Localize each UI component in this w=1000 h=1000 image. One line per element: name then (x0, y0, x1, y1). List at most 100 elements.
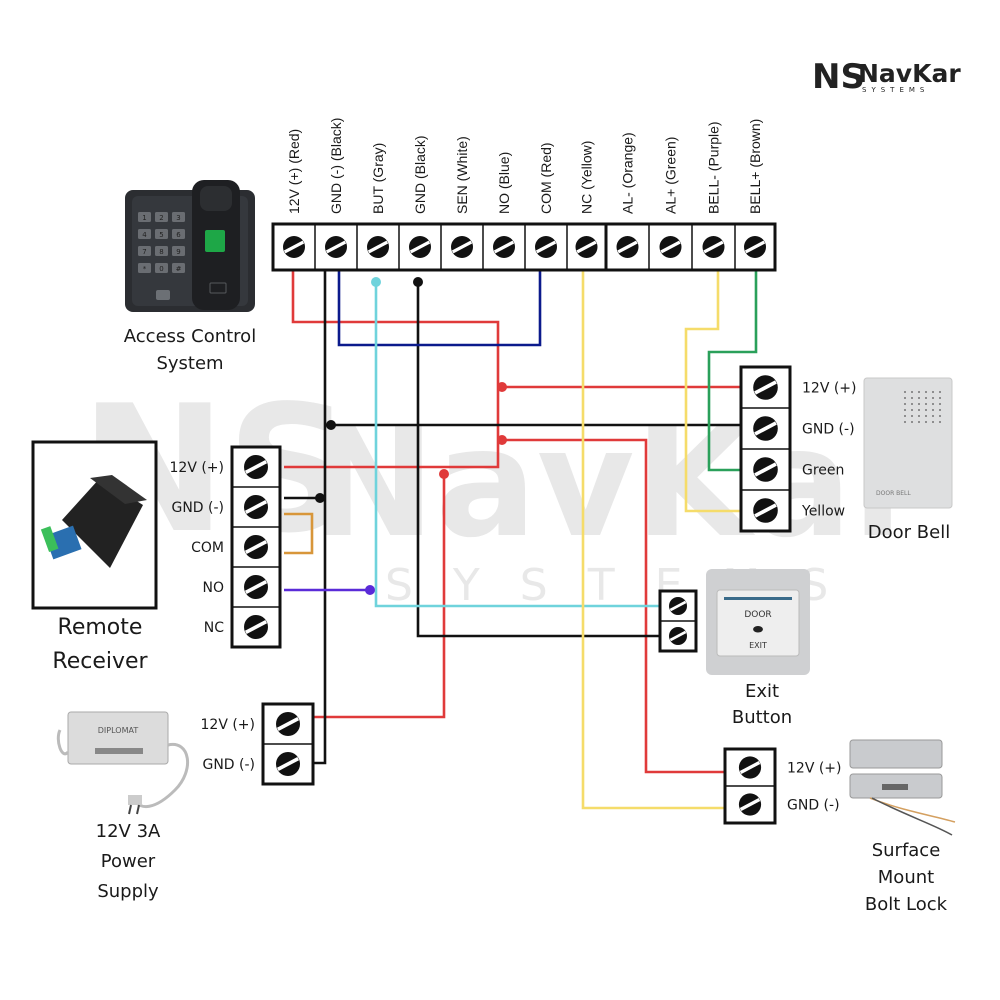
screw-icon (575, 236, 598, 258)
grill-dot (939, 391, 941, 393)
power-cord (133, 743, 190, 809)
grill-dot (932, 421, 934, 423)
terminal-label: SEN (White) (454, 136, 470, 214)
terminal-label: GND (-) (Black) (328, 118, 344, 214)
keypad-key-label: 3 (176, 214, 180, 222)
screw-icon (283, 236, 305, 258)
exit-button-image: DOOR ⬬ EXIT (706, 569, 810, 675)
controller-caption-1: Access Control (124, 326, 256, 347)
terminal-label: COM (Red) (538, 142, 554, 214)
card-reader-icon (209, 282, 227, 294)
keypad-key-label: 4 (142, 231, 147, 239)
wires (284, 270, 758, 810)
grill-dot (918, 403, 920, 405)
psu-caption-2: Power (101, 851, 156, 872)
junction-dot-red (439, 469, 449, 479)
grill-dot (925, 421, 927, 423)
screw-icon (244, 615, 268, 639)
grill-dot (918, 391, 920, 393)
grill-dot (939, 403, 941, 405)
keypad-key-label: 5 (159, 231, 163, 239)
psu-caption-1: 12V 3A (96, 821, 161, 842)
terminal-label: GND (-) (171, 500, 224, 516)
grill-dot (911, 391, 913, 393)
lock-caption-1: Surface (872, 840, 941, 861)
terminal-label: GND (-) (802, 422, 855, 438)
wire-nc-lock (581, 270, 725, 810)
keypad-key-label: 7 (142, 248, 146, 256)
keypad-key-label: 0 (159, 265, 163, 273)
screw-icon (535, 236, 557, 258)
plug (128, 795, 142, 805)
screw-icon (753, 498, 778, 523)
bell-key (156, 290, 170, 300)
grill-dot (925, 409, 927, 411)
junction-dot-black (413, 277, 423, 287)
key-icon: ⬬ (753, 622, 764, 636)
power-supply-brand: DIPLOMAT (98, 726, 139, 735)
screw-icon (702, 236, 725, 258)
screw-icon (738, 756, 762, 779)
keypad-key-label: 2 (159, 214, 163, 222)
grill-dot (932, 403, 934, 405)
terminal-label: Yellow (801, 504, 845, 520)
grill-dot (925, 397, 927, 399)
terminal-label: GND (-) (787, 798, 840, 814)
keypad-key (155, 246, 168, 256)
terminal-label: 12V (+) (170, 460, 225, 476)
power-supply-image: DIPLOMAT (56, 711, 190, 815)
lock-wires (869, 797, 956, 823)
terminal-label: NC (204, 620, 224, 636)
exit-caption-2: Button (732, 707, 792, 728)
terminal-label: 12V (+) (Red) (286, 129, 302, 214)
grill-dot (939, 415, 941, 417)
terminal-label: AL- (Orange) (620, 132, 636, 214)
junction-dot-red (497, 382, 507, 392)
speaker-grill (904, 391, 941, 423)
exit-caption-1: Exit (745, 681, 779, 702)
keypad-key (172, 263, 185, 273)
keypad-key (155, 229, 168, 239)
screw-icon (276, 752, 300, 776)
terminal-label: BELL- (Purple) (706, 121, 722, 214)
grill-dot (932, 391, 934, 393)
terminal-label: AL+ (Green) (663, 137, 679, 214)
remote-receiver-image (31, 440, 158, 610)
keypad-key (138, 246, 151, 256)
bolt-lock-terminal-block: 12V (+)GND (-) (723, 747, 842, 825)
screw-icon (244, 535, 268, 559)
grill-dot (925, 391, 927, 393)
screw-icon (669, 597, 687, 615)
junction-dot-black (315, 493, 325, 503)
keypad-key (172, 229, 185, 239)
keypad-key-label: * (143, 265, 147, 273)
grill-dot (939, 409, 941, 411)
grill-dot (904, 421, 906, 423)
grill-dot (918, 415, 920, 417)
wire-12v-psu (313, 472, 446, 719)
keypad-key (138, 229, 151, 239)
brand-name: NavKar (858, 59, 961, 88)
screw-icon (409, 236, 431, 258)
power-supply-terminal-block: 12V (+)GND (-) (201, 702, 315, 786)
remote-caption-2: Receiver (52, 649, 148, 674)
grill-dot (904, 415, 906, 417)
terminal-label: NC (Yellow) (579, 141, 595, 214)
door-bell-image: DOOR BELL (863, 377, 953, 509)
fingerprint-sensor (205, 230, 225, 252)
terminal-frame (271, 222, 777, 272)
junction-dot-purple (365, 585, 375, 595)
bolt-lock-top (849, 739, 943, 769)
wire-no-com (337, 270, 542, 347)
wire-12v-main (284, 270, 500, 469)
junction-dot-red (497, 435, 507, 445)
grill-dot (911, 421, 913, 423)
screw-icon (753, 457, 778, 482)
door-bell-caption: Door Bell (868, 522, 950, 543)
wire-remote-jumper (284, 512, 314, 555)
brand-logo: NS NavKar SYSTEMS (812, 57, 961, 97)
wire-gnd-main (313, 270, 327, 765)
